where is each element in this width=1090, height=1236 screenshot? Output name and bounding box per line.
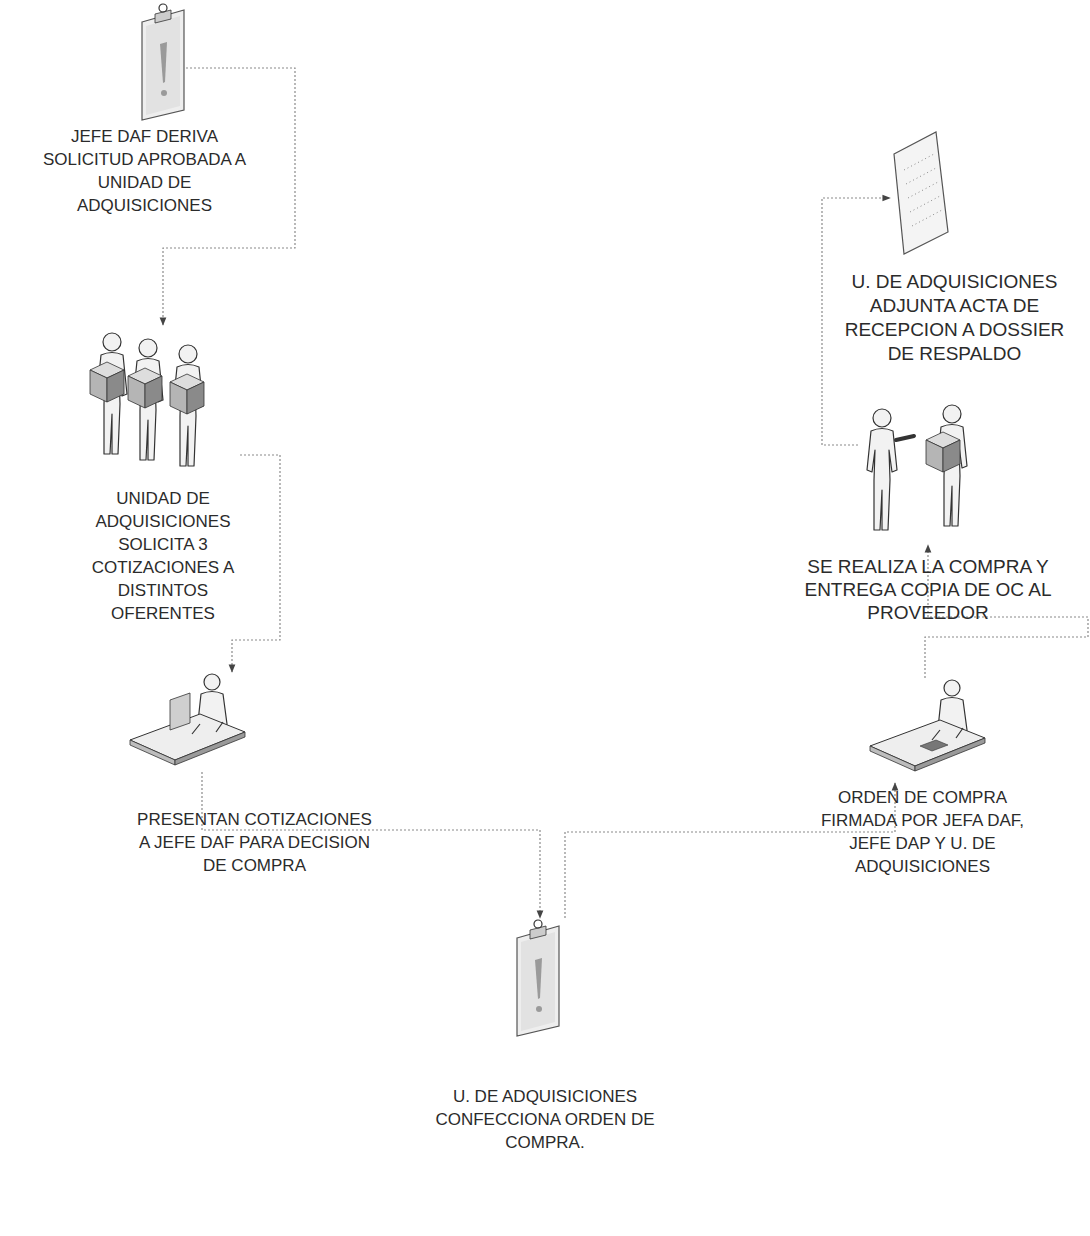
process-step: JEFE DAF DERIVA SOLICITUD APROBADA A UNI… <box>140 2 186 120</box>
package-box <box>170 374 204 414</box>
step-label: U. DE ADQUISICIONES CONFECCIONA ORDEN DE… <box>430 1085 660 1154</box>
flow-connector <box>232 455 280 672</box>
process-step: SE REALIZA LA COMPRA Y ENTREGA COPIA DE … <box>858 400 978 545</box>
process-step: PRESENTAN COTIZACIONES A JEFE DAF PARA D… <box>130 672 242 772</box>
package-box <box>926 432 960 472</box>
step-label: U. DE ADQUISICIONES ADJUNTA ACTA DE RECE… <box>837 270 1072 366</box>
step-label: PRESENTAN COTIZACIONES A JEFE DAF PARA D… <box>132 808 377 877</box>
handshake-arm <box>896 436 914 440</box>
step-label: ORDEN DE COMPRA FIRMADA POR JEFA DAF, JE… <box>810 786 1035 878</box>
process-step: U. DE ADQUISICIONES CONFECCIONA ORDEN DE… <box>512 918 567 1033</box>
clipboard-icon <box>517 920 559 1036</box>
package-box <box>128 368 162 408</box>
process-step: U. DE ADQUISICIONES ADJUNTA ACTA DE RECE… <box>890 130 952 255</box>
step-label: JEFE DAF DERIVA SOLICITUD APROBADA A UNI… <box>32 125 257 217</box>
document-icon <box>894 132 948 254</box>
step-label: UNIDAD DE ADQUISICIONES SOLICITA 3 COTIZ… <box>83 487 243 625</box>
process-step: UNIDAD DE ADQUISICIONES SOLICITA 3 COTIZ… <box>88 325 240 473</box>
paper-sheet <box>920 740 948 751</box>
package-box <box>90 362 124 402</box>
process-step: ORDEN DE COMPRA FIRMADA POR JEFA DAF, JE… <box>870 678 985 783</box>
person-figure <box>867 409 897 530</box>
desk-scene <box>130 674 245 765</box>
clipboard-icon <box>142 4 184 120</box>
desk-scene <box>870 680 985 771</box>
step-label: SE REALIZA LA COMPRA Y ENTREGA COPIA DE … <box>797 555 1059 624</box>
laptop-icon <box>170 693 190 730</box>
